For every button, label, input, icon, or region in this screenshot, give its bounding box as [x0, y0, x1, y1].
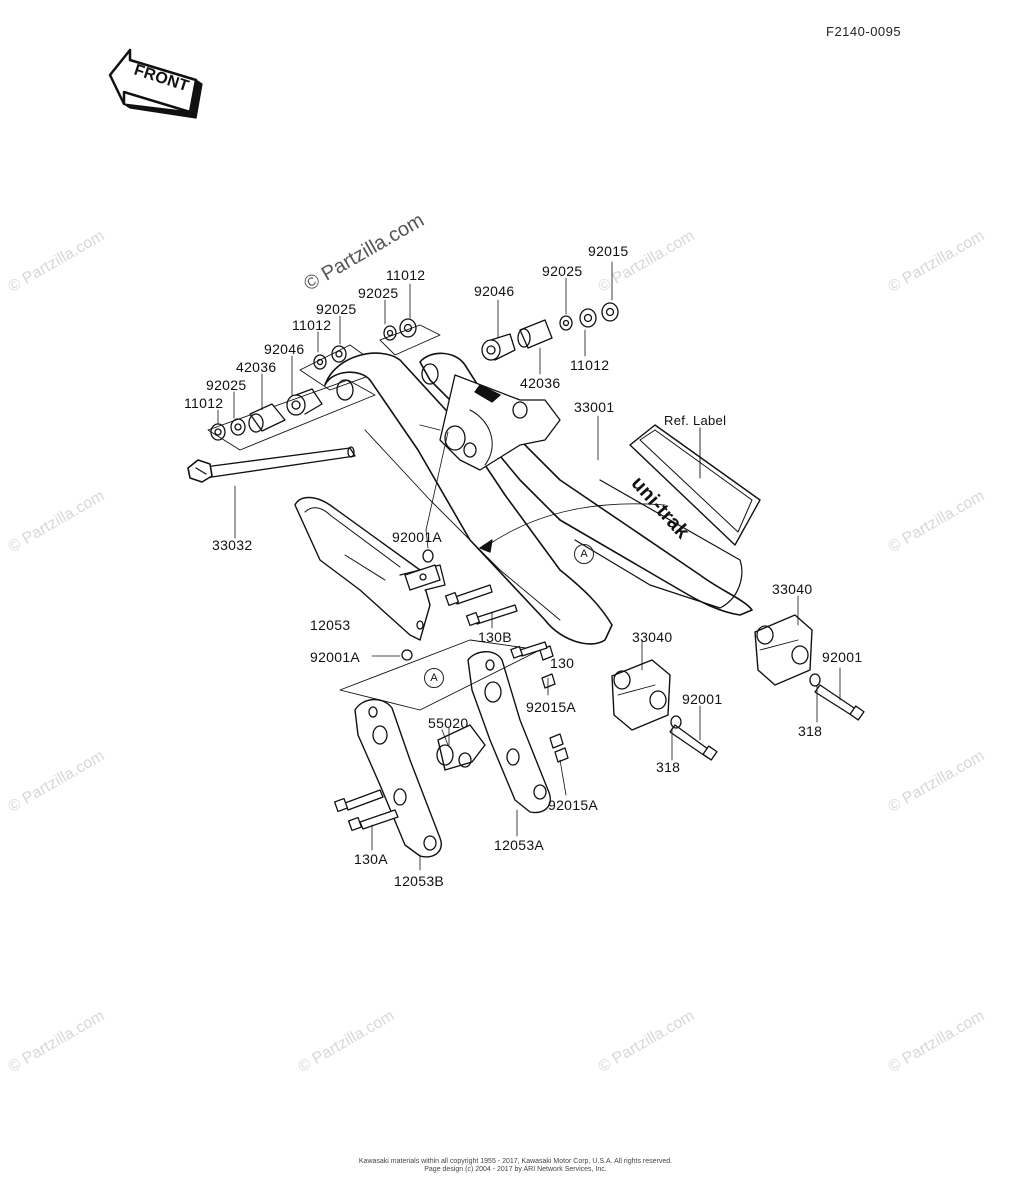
part-label[interactable]: 130B [478, 629, 512, 645]
part-label[interactable]: 318 [656, 759, 681, 775]
part-label[interactable]: 33032 [212, 537, 253, 553]
collar-55020 [436, 724, 486, 771]
diagram-code: F2140-0095 [826, 24, 902, 39]
tie-rod-33040-left [611, 659, 671, 731]
ref-marker-a: A [424, 668, 444, 688]
part-label[interactable]: 11012 [292, 317, 332, 333]
part-label[interactable]: 12053 [310, 617, 351, 633]
part-label[interactable]: 92001 [822, 649, 863, 665]
uni-trak-label-plate [479, 424, 761, 553]
part-label[interactable]: 92015A [548, 797, 599, 813]
part-label[interactable]: 92046 [264, 341, 305, 357]
bracket-12053A [467, 651, 551, 814]
part-label[interactable]: 42036 [236, 359, 277, 375]
part-label[interactable]: 92015 [588, 243, 629, 259]
copyright-line-1: Kawasaki materials within all copyright … [358, 1158, 673, 1165]
part-label[interactable]: 55020 [428, 715, 469, 731]
part-label[interactable]: 92015A [526, 699, 577, 715]
part-label[interactable]: 42036 [520, 375, 561, 391]
part-label[interactable]: 92001A [310, 649, 361, 665]
part-label[interactable]: 130 [550, 655, 575, 671]
part-label[interactable]: 11012 [184, 395, 224, 411]
part-label[interactable]: 92025 [358, 285, 399, 301]
part-label[interactable]: 130A [354, 851, 388, 867]
part-label[interactable]: 92001A [392, 529, 443, 545]
part-label[interactable]: 92025 [542, 263, 583, 279]
part-label[interactable]: 33040 [772, 581, 813, 597]
ref-marker-a: A [574, 544, 594, 564]
axle-33032 [187, 446, 356, 483]
copyright-line-2: Page design (c) 2004 - 2017 by ARI Netwo… [424, 1166, 607, 1173]
part-label[interactable]: 92025 [316, 301, 357, 317]
swingarm-33001 [324, 352, 753, 645]
ref-label-caption: Ref. Label [664, 413, 727, 428]
part-label[interactable]: 11012 [570, 357, 610, 373]
part-label[interactable]: 33040 [632, 629, 673, 645]
part-label[interactable]: 92025 [206, 377, 247, 393]
part-label[interactable]: 12053A [494, 837, 545, 853]
part-label[interactable]: 92001 [682, 691, 723, 707]
part-label[interactable]: 11012 [386, 267, 426, 283]
tie-rod-33040-right [754, 614, 813, 686]
part-label[interactable]: 92046 [474, 283, 515, 299]
front-arrow-icon [108, 48, 203, 119]
part-label[interactable]: 33001 [574, 399, 615, 415]
part-label[interactable]: 318 [798, 723, 823, 739]
part-label[interactable]: 12053B [394, 873, 445, 889]
